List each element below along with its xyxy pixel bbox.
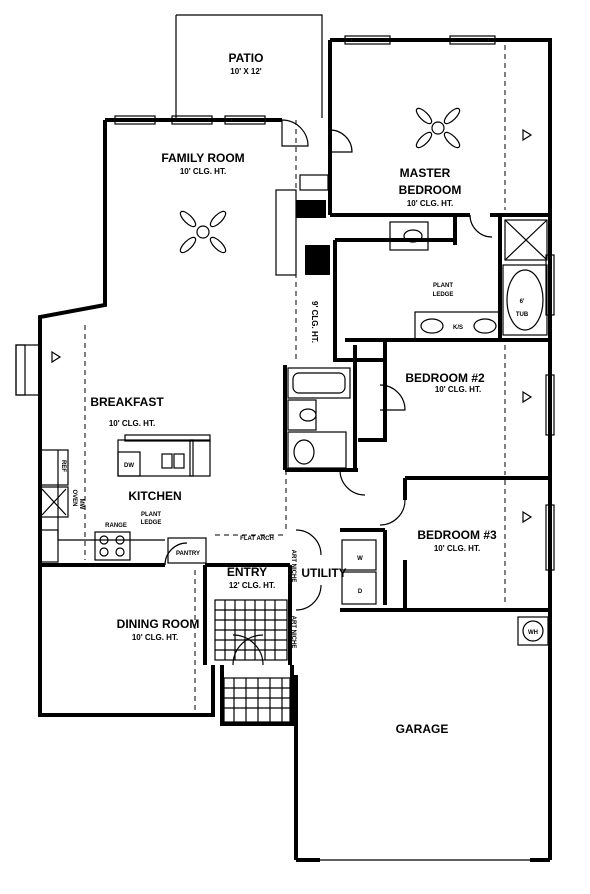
bedroom3-label: BEDROOM #3 <box>417 528 497 542</box>
patio-area <box>175 14 323 118</box>
dining-room-ceiling: 10' CLG. HT. <box>132 633 178 642</box>
garage-label: GARAGE <box>396 722 449 736</box>
fireplace <box>275 174 330 276</box>
ceiling-fan-icon <box>415 107 461 149</box>
pantry-label: PANTRY <box>176 551 200 557</box>
utility-fixtures <box>341 539 549 646</box>
dining-room-label: DINING ROOM <box>117 617 200 631</box>
plant-ledge-top-2: LEDGE <box>433 292 454 298</box>
master-bath-fixtures <box>389 219 548 341</box>
breakfast-ceiling: 10' CLG. HT. <box>109 419 155 428</box>
family-room-label: FAMILY ROOM <box>161 151 244 165</box>
porch-brick <box>223 677 291 723</box>
entry-ceiling: 12' CLG. HT. <box>229 581 275 590</box>
mw-label: MW <box>78 499 84 510</box>
doors <box>164 119 493 666</box>
ks-label: K/S <box>453 325 463 331</box>
range-label: RANGE <box>105 523 127 529</box>
hall-ceiling: 9' CLG. HT. <box>310 301 319 343</box>
plant-ledge-top-1: PLANT <box>433 283 453 289</box>
water-heater-label: WH <box>528 630 538 636</box>
master-ceiling: 10' CLG. HT. <box>407 199 453 208</box>
oven-label: OVEN <box>71 489 77 506</box>
art-niche-label: ART NICHE <box>290 550 296 583</box>
dw-label: DW <box>124 463 134 469</box>
master-label-1: MASTER <box>400 166 451 180</box>
dryer-label: D <box>358 589 363 595</box>
patio-size: 10' X 12' <box>230 67 261 76</box>
flat-arch-label: FLAT ARCH <box>240 536 274 542</box>
breakfast-label: BREAKFAST <box>90 395 164 409</box>
interior-walls <box>40 118 550 665</box>
entry-label: ENTRY <box>227 565 267 579</box>
bedroom2-label: BEDROOM #2 <box>405 371 485 385</box>
kitchen-label: KITCHEN <box>128 489 181 503</box>
bedroom2-ceiling: 10' CLG. HT. <box>435 385 481 394</box>
ref-label: REF <box>60 460 66 472</box>
art-niche-label-2: ART NICHE <box>290 616 296 649</box>
utility-label: UTILITY <box>301 566 346 580</box>
ceiling-fan-icon <box>179 210 227 254</box>
exterior-walls <box>38 38 552 862</box>
hall-bath-fixtures <box>287 367 351 469</box>
bedroom3-ceiling: 10' CLG. HT. <box>434 544 480 553</box>
plant-ledge-2: LEDGE <box>141 520 162 526</box>
entry-tile <box>214 599 288 661</box>
kitchen-fixtures <box>39 434 211 564</box>
family-room-ceiling: 10' CLG. HT. <box>180 167 226 176</box>
tub-label-2: TUB <box>516 312 529 318</box>
windows <box>15 35 555 571</box>
washer-label: W <box>357 556 363 562</box>
patio-label: PATIO <box>229 51 264 65</box>
tub-label-1: 6' <box>520 299 525 305</box>
ceiling-lines <box>84 45 506 710</box>
master-label-2: BEDROOM <box>399 183 462 197</box>
ceiling-markers <box>51 128 533 524</box>
plant-ledge-1: PLANT <box>141 512 161 518</box>
